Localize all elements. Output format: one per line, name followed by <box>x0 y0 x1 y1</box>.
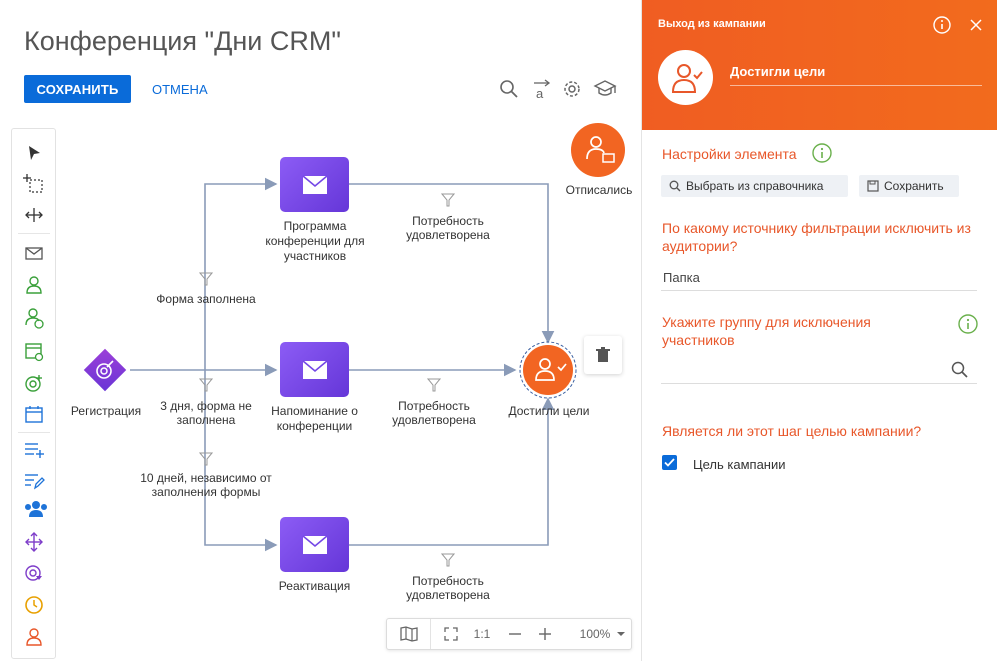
unsubscribed-exit-node[interactable] <box>570 122 626 178</box>
search-icon[interactable] <box>498 78 520 100</box>
campaign-goal-checkbox[interactable] <box>662 455 677 470</box>
trash-icon <box>596 347 610 362</box>
panel-save-button[interactable]: Сохранить <box>859 175 959 197</box>
add-audience-icon[interactable] <box>22 306 46 330</box>
fit-screen-icon[interactable] <box>439 619 463 649</box>
filter-icon <box>198 378 214 392</box>
page-title: Конференция "Дни CRM" <box>24 26 341 56</box>
add-record-icon[interactable] <box>22 437 46 461</box>
edge-label-ten-days: 10 дней, независимо от заполнения формы <box>140 471 272 499</box>
reminder-label: Напоминание о конференции <box>271 404 358 433</box>
flow-connectors <box>130 177 555 552</box>
select-from-lookup-button[interactable]: Выбрать из справочника <box>661 175 848 197</box>
info-icon[interactable] <box>812 143 832 163</box>
group-icon[interactable] <box>22 497 47 521</box>
event-audience-icon[interactable] <box>22 339 46 363</box>
gear-icon[interactable] <box>561 78 583 100</box>
filter-icon <box>440 553 456 567</box>
element-properties-panel: Выход из кампании Достигли цели Настройк… <box>641 0 997 661</box>
cancel-button[interactable]: ОТМЕНА <box>145 75 215 103</box>
panel-header: Выход из кампании Достигли цели <box>642 0 997 130</box>
goal-question: Является ли этот шаг целью кампании? <box>662 423 922 439</box>
email-node-reactivation[interactable] <box>280 517 349 572</box>
edit-record-icon[interactable] <box>22 468 46 492</box>
settings-heading: Настройки элемента <box>662 146 797 162</box>
filter-source-question: По какому источнику фильтрации исключить… <box>662 220 971 254</box>
campaign-goal-label: Цель кампании <box>693 457 786 472</box>
edge-label-form-filled: Форма заполнена <box>156 292 256 306</box>
zoom-toolbar: 1:1 100% <box>386 618 632 650</box>
program-label: Программа конференции для участников <box>265 219 365 263</box>
group-lookup-field[interactable] <box>663 362 933 380</box>
goal-audience-icon[interactable] <box>22 372 46 396</box>
filter-icon <box>198 452 214 466</box>
info-icon[interactable] <box>958 314 978 334</box>
chevron-down-icon[interactable] <box>615 619 627 649</box>
zoom-out-icon[interactable] <box>501 619 529 649</box>
audience-icon[interactable] <box>22 273 46 297</box>
pointer-icon[interactable] <box>22 141 46 165</box>
edge-label-need-3: Потребность удовлетворена <box>406 574 490 602</box>
select-from-lookup-label: Выбрать из справочника <box>686 179 824 193</box>
edge-label-three-days: 3 дня, форма не заполнена <box>160 399 252 427</box>
email-node-program[interactable] <box>280 157 349 212</box>
edge-label-need-1: Потребность удовлетворена <box>406 214 490 242</box>
close-icon[interactable] <box>967 16 985 34</box>
filter-icon <box>440 193 456 207</box>
unsubscribed-label: Отписались <box>565 183 633 197</box>
exit-user-icon[interactable] <box>22 625 46 649</box>
pan-icon[interactable] <box>22 203 46 227</box>
search-icon <box>669 180 681 192</box>
map-icon[interactable] <box>387 619 431 649</box>
element-avatar <box>658 50 713 105</box>
calendar-icon[interactable] <box>22 403 46 427</box>
group-question: Укажите группу для исключения участников <box>662 314 871 348</box>
goal-exit-node[interactable] <box>518 341 578 401</box>
registration-node[interactable] <box>80 345 130 395</box>
filter-icon <box>426 378 442 392</box>
svg-text:a: a <box>536 86 544 100</box>
goal-label: Достигли цели <box>508 404 590 418</box>
delete-node-button[interactable] <box>584 336 622 374</box>
registration-label: Регистрация <box>70 404 142 418</box>
panel-header-title: Выход из кампании <box>658 18 766 30</box>
goal-user-icon <box>671 63 703 93</box>
save-button[interactable]: СОХРАНИТЬ <box>24 75 131 103</box>
info-icon[interactable] <box>933 16 951 34</box>
edge-label-need-2: Потребность удовлетворена <box>392 399 476 427</box>
element-palette <box>11 128 56 659</box>
element-name[interactable]: Достигли цели <box>730 64 826 79</box>
reactivation-label: Реактивация <box>278 579 351 593</box>
academy-icon[interactable] <box>593 78 617 100</box>
filter-icon <box>198 272 214 286</box>
target-filter-icon[interactable] <box>22 561 46 585</box>
search-icon[interactable] <box>951 361 969 379</box>
email-node-reminder[interactable] <box>280 342 349 397</box>
panel-save-label: Сохранить <box>884 179 944 193</box>
select-area-icon[interactable] <box>22 172 46 196</box>
timer-icon[interactable] <box>22 593 46 617</box>
checkmark-icon <box>664 458 675 467</box>
actual-size-button[interactable]: 1:1 <box>473 627 491 641</box>
text-format-icon[interactable]: a <box>531 78 553 101</box>
email-icon[interactable] <box>22 241 46 265</box>
filter-source-field[interactable]: Папка <box>663 270 700 285</box>
zoom-level[interactable]: 100% <box>579 627 611 641</box>
split-icon[interactable] <box>22 530 46 554</box>
envelope-icon <box>301 174 328 194</box>
envelope-icon <box>301 359 328 379</box>
save-disk-icon <box>867 180 879 192</box>
zoom-in-icon[interactable] <box>531 619 559 649</box>
envelope-icon <box>301 534 328 554</box>
